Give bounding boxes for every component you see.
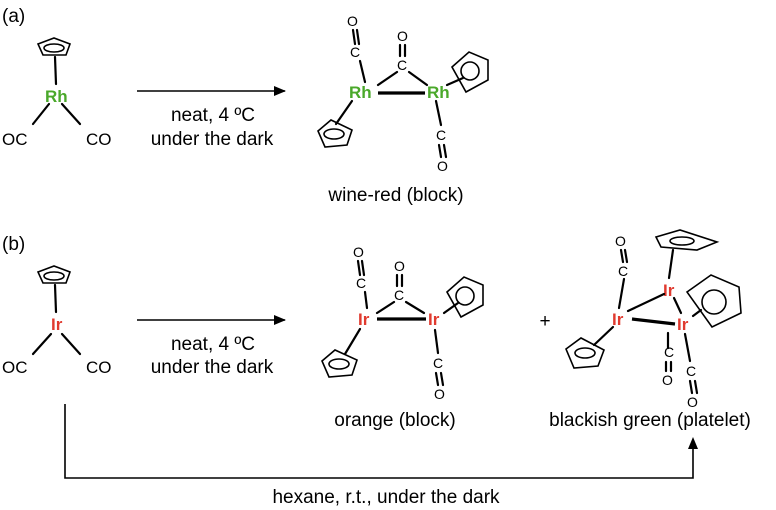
oxygen-atom: O — [687, 394, 698, 410]
carbonyl-ligand-right: CO — [86, 130, 112, 149]
ir-atom: Ir — [663, 281, 675, 300]
carbon-atom: C — [350, 44, 360, 60]
oxygen-atom: O — [394, 258, 405, 274]
carbon-atom: C — [618, 263, 628, 279]
carbonyl-ligand-left: OC — [2, 358, 28, 377]
rh-atom: Rh — [45, 87, 68, 106]
reactant-cp-ir-co2: Ir OC CO — [2, 265, 112, 377]
cyclopentadienyl-ring — [450, 51, 489, 94]
ir-atom: Ir — [612, 310, 624, 329]
product-rh-dimer: O C O C Rh Rh C O — [317, 13, 489, 174]
ir-atom: Ir — [51, 315, 63, 334]
alternate-route-arrowhead — [688, 437, 698, 449]
carbonyl-ligand-right: CO — [86, 358, 112, 377]
oxygen-atom: O — [662, 372, 673, 388]
oxygen-atom: O — [397, 28, 408, 44]
carbon-atom: C — [397, 57, 407, 73]
cyclopentadienyl-ring — [654, 229, 720, 251]
carbonyl-ligand-left: OC — [2, 130, 28, 149]
reactant-cp-rh-co2: Rh OC CO — [2, 37, 112, 149]
product-b2-caption: blackish green (platelet) — [549, 410, 751, 431]
ir-atom: Ir — [677, 315, 689, 334]
alternate-route-line — [64, 404, 694, 479]
plus-sign: + — [539, 311, 550, 332]
oxygen-atom: O — [434, 386, 445, 402]
cyclopentadienyl-ring — [317, 119, 353, 148]
alternate-conditions: hexane, r.t., under the dark — [272, 487, 500, 508]
oxygen-atom: O — [437, 158, 448, 174]
conditions-a-line2: under the dark — [151, 129, 274, 150]
ir-atom: Ir — [358, 310, 370, 329]
cyclopentadienyl-ring — [685, 274, 742, 329]
carbon-atom: C — [394, 287, 404, 303]
panel-b-tag: (b) — [2, 234, 25, 255]
carbon-atom: C — [436, 127, 446, 143]
carbon-atom: C — [356, 275, 366, 291]
panel-a-tag: (a) — [2, 6, 25, 27]
carbon-atom: C — [433, 355, 443, 371]
conditions-b-line2: under the dark — [151, 357, 274, 378]
oxygen-atom: O — [615, 233, 626, 249]
ir-atom: Ir — [428, 310, 440, 329]
carbon-atom: C — [686, 363, 696, 379]
product-a-caption: wine-red (block) — [327, 185, 463, 206]
carbon-atom: C — [664, 344, 674, 360]
conditions-a-line1: neat, 4 ºC — [171, 105, 255, 126]
cyclopentadienyl-ring — [321, 349, 358, 378]
cyclopentadienyl-ring — [36, 265, 72, 284]
oxygen-atom: O — [347, 13, 358, 29]
cyclopentadienyl-ring — [565, 337, 605, 369]
product-b1-caption: orange (block) — [334, 410, 455, 431]
cyclopentadienyl-ring — [445, 276, 484, 319]
cyclopentadienyl-ring — [36, 37, 72, 56]
conditions-b-line1: neat, 4 ºC — [171, 334, 255, 355]
oxygen-atom: O — [353, 244, 364, 260]
product-ir-trimer: Ir Ir Ir O C C O C O — [565, 229, 742, 410]
rh-atom: Rh — [427, 83, 450, 102]
product-ir-dimer: O C O C Ir Ir C O — [321, 244, 484, 402]
rh-atom: Rh — [349, 83, 372, 102]
